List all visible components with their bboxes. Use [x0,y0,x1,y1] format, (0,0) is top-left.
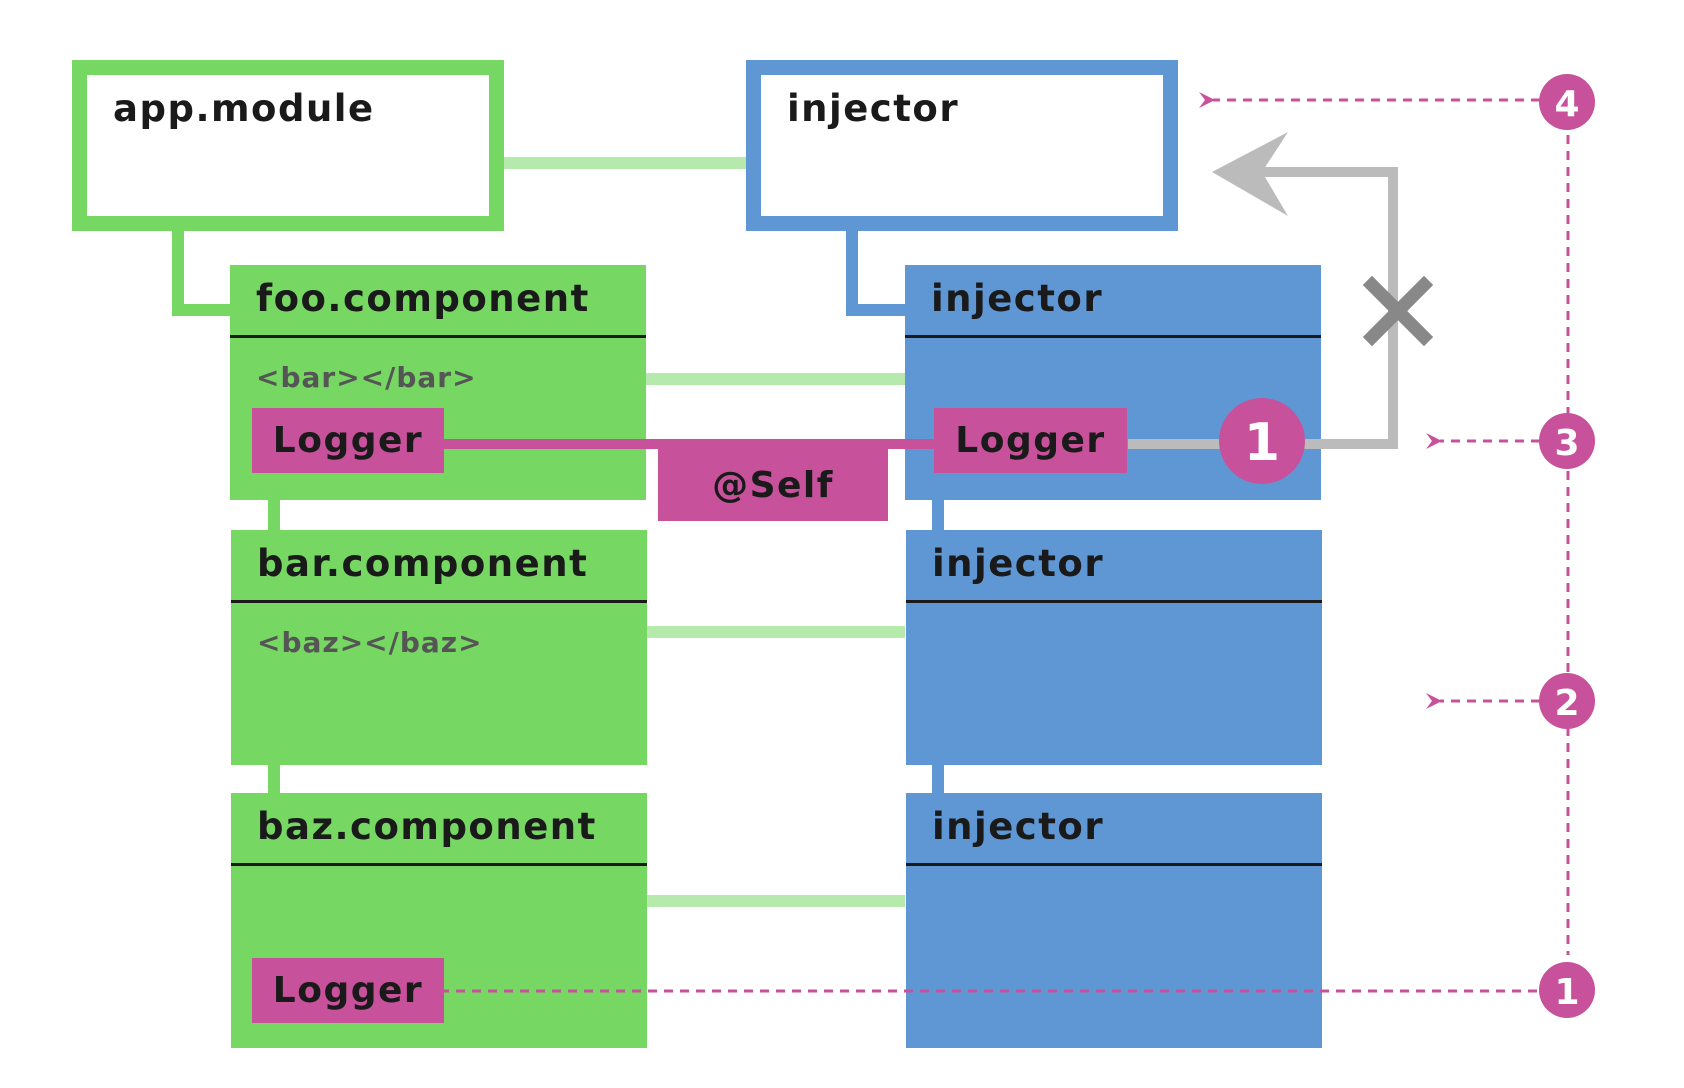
bar-injector-link [640,626,905,638]
baz-injector-link [640,895,905,907]
module-foo-link [172,228,232,316]
app-module-box: app.module [72,60,504,231]
bar-component-label: bar.component [257,542,589,585]
bar-injector-label: injector [932,542,1105,585]
injector-chain-link-2 [932,760,944,795]
baz-injector-label: injector [932,805,1105,848]
step-badge-3-label: 3 [1554,423,1579,464]
foo-component-panel: foo.component <bar></bar> [230,265,646,500]
foo-injector-link [640,373,905,385]
divider [231,863,647,866]
baz-logger-provider: Logger [252,958,444,1023]
foo-logger-provider: Logger [252,408,444,473]
divider [906,863,1322,866]
root-injector-link [846,228,905,316]
step-badge-2: 2 [1539,673,1595,729]
foo-injector-label: injector [931,277,1104,320]
self-decorator-label: @Self [658,449,888,521]
bar-template: <baz></baz> [257,626,483,659]
injector-chain-link-1 [932,495,944,530]
foo-template: <bar></bar> [256,361,477,394]
baz-injector-panel: injector [906,793,1322,1048]
bar-baz-link [268,760,280,795]
step-badge-2-label: 2 [1554,683,1579,724]
injector-logger-provider: Logger [934,408,1127,473]
baz-component-label: baz.component [257,805,597,848]
foo-component-label: foo.component [256,277,590,320]
divider [905,335,1321,338]
step-badge-1-label: 1 [1554,972,1579,1013]
step-badge-4-label: 4 [1554,84,1579,125]
root-injector-box: injector [746,60,1178,231]
inline-step-badge: 1 [1219,398,1305,484]
foo-bar-link [268,495,280,530]
app-module-label: app.module [113,87,375,130]
inline-step-badge-label: 1 [1244,413,1280,473]
step-badge-1: 1 [1539,962,1595,1018]
module-injector-link [500,157,750,169]
root-injector-label: injector [787,87,960,130]
step-badge-4: 4 [1539,74,1595,130]
divider [906,600,1322,603]
logger-self-link [440,439,940,449]
step-badge-3: 3 [1539,413,1595,469]
divider [230,335,646,338]
lookup-arrowhead-icon [1212,132,1288,216]
cross-icon [1362,275,1434,347]
bar-component-panel: bar.component <baz></baz> [231,530,647,765]
bar-injector-panel: injector [906,530,1322,765]
divider [231,600,647,603]
